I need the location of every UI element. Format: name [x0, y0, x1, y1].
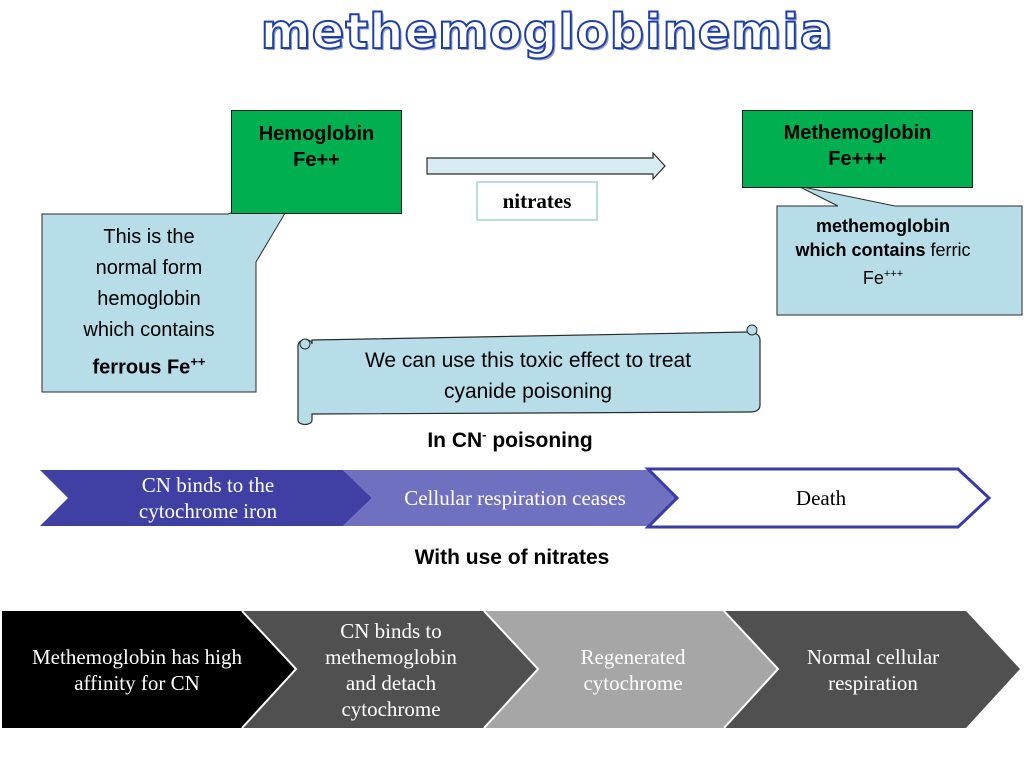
- nitrates-heading: With use of nitrates: [414, 546, 610, 569]
- hemoglobin-iron-state: Fe++: [293, 149, 340, 171]
- scroll-note-text: We can use this toxic effect to treat cy…: [364, 349, 692, 403]
- nitrate-step-3-shape: [484, 611, 778, 728]
- cn-step-2: Cellular respiration ceases: [404, 486, 626, 510]
- methemoglobin-box: Methemoglobin Fe+++: [742, 110, 973, 188]
- cn-step-3-shape: [644, 467, 992, 529]
- arrow-right-icon: [426, 151, 666, 181]
- methemoglobin-label: Methemoglobin: [783, 122, 932, 144]
- nitrate-step-1: Methemoglobin has high affinity for CN: [32, 644, 242, 695]
- methemoglobin-iron-state: Fe+++: [828, 148, 887, 170]
- right-callout-shape: [776, 185, 1023, 316]
- left-callout-shape: [41, 187, 302, 393]
- cn-step-1-shape: [40, 470, 372, 526]
- nitrate-step-3: Regenerated cytochrome: [580, 644, 686, 695]
- nitrate-step-4-shape: [724, 611, 1020, 728]
- hemoglobin-box: Hemoglobin Fe++: [231, 110, 402, 214]
- cn-step-2-shape: [343, 470, 676, 526]
- nitrate-step-1-shape: [2, 611, 296, 728]
- hemoglobin-label: Hemoglobin: [258, 123, 375, 145]
- cn-step-1: CN binds to the cytochrome iron: [138, 473, 278, 523]
- page-title: methemoglobinemia: [260, 3, 834, 61]
- left-callout-text: This is the normal form hemoglobin which…: [83, 226, 215, 379]
- arrow-label-nitrates: nitrates: [476, 181, 598, 221]
- right-callout-text: methemoglobin which contains ferric Fe++…: [795, 216, 971, 288]
- cn-poisoning-heading: In CN- poisoning: [427, 427, 593, 452]
- scroll-banner-shape: [297, 324, 761, 426]
- nitrate-step-2: CN binds to methemoglobin and detach cyt…: [325, 618, 457, 721]
- nitrate-step-4: Normal cellular respiration: [806, 644, 940, 695]
- cn-step-3: Death: [795, 486, 847, 510]
- nitrate-step-2-shape: [242, 611, 538, 728]
